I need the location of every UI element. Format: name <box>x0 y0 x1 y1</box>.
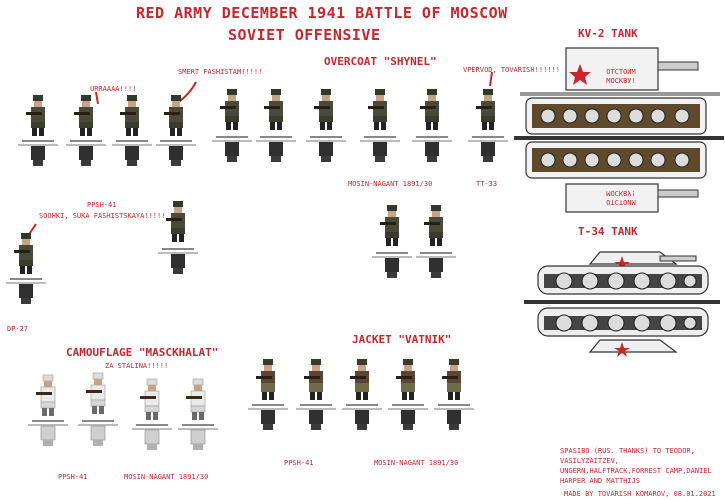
camo-soldier-sprite <box>177 378 219 451</box>
kv2-slogan-top: ОТСТОИМ МОСКВУ! <box>606 68 636 85</box>
overcoat-soldier-sprite <box>156 95 196 166</box>
t34-tank-sprite <box>524 251 720 357</box>
shout-za-stalina: ZA STALINA!!!!! <box>105 362 169 370</box>
overcoat-soldier-sprite <box>66 95 106 166</box>
section-overcoat-heading: OVERCOAT "SHYNEL" <box>324 55 437 68</box>
section-t34-heading: T-34 TANK <box>578 225 638 238</box>
camo-soldier-sprite <box>131 378 173 451</box>
credits-thanks: SPASIBO (RUS. THANKS) TO TEODOR, VASILYZ… <box>560 447 712 485</box>
kv2-slogan-bottom: ОТСТОИМ МОСКВУ! <box>606 189 636 206</box>
overcoat-soldier-sprite <box>468 89 508 162</box>
credits-made-by: MADE BY TOVARISH KOMAROV, 08.01.2021 <box>564 490 716 498</box>
shout-urraaaa: URRAAAA!!!! <box>90 85 137 93</box>
weapon-label-dp27: DP-27 <box>7 325 29 333</box>
dp27-gunner-sprite <box>6 233 46 304</box>
camo-soldier-sprite <box>27 374 69 447</box>
jacket-soldier-sprite <box>296 359 336 430</box>
overcoat-soldier-sprite <box>416 205 456 278</box>
weapon-label-ppsh-jacket: PPSH-41 <box>284 459 314 467</box>
overcoat-soldier-sprite <box>360 89 400 162</box>
overcoat-soldier-sprite <box>212 89 252 162</box>
page-subtitle: SOVIET OFFENSIVE <box>228 26 381 44</box>
kv2-tank-sprite <box>514 47 724 213</box>
shout-smert: SMERT FASHISTAM!!!!! <box>178 68 263 76</box>
jacket-soldier-sprite <box>388 359 428 430</box>
weapon-label-ppsh-top: PPSH-41 <box>87 201 117 209</box>
weapon-label-mosin-top: MOSIN-NAGANT 1891/30 <box>348 180 433 188</box>
jacket-soldier-sprite <box>342 359 382 430</box>
overcoat-soldier-sprite <box>158 201 198 274</box>
weapon-label-ppsh-camo: PPSH-41 <box>58 473 88 481</box>
overcoat-soldier-sprite <box>412 89 452 162</box>
section-camouflage-heading: CAMOUFLAGE "MASCKHALAT" <box>66 346 219 359</box>
section-jacket-heading: JACKET "VATNIK" <box>352 333 452 346</box>
section-kv2-heading: KV-2 TANK <box>578 27 638 40</box>
weapon-label-tt33: TT-33 <box>476 180 498 188</box>
overcoat-soldier-sprite <box>372 205 412 278</box>
overcoat-soldier-sprite <box>256 89 296 162</box>
weapon-label-mosin-camo: MOSIN-NAGANT 1891/30 <box>124 473 209 481</box>
camo-soldier-sprite <box>77 372 119 447</box>
overcoat-soldier-sprite <box>18 95 58 166</box>
jacket-soldier-sprite <box>434 359 474 430</box>
weapon-label-mosin-jacket: MOSIN-NAGANT 1891/30 <box>374 459 459 467</box>
overcoat-soldier-sprite <box>112 95 152 166</box>
shout-soohki: SOOHKI, SUKA FASHISTSKAYA!!!!! <box>39 212 166 220</box>
page-title: RED ARMY DECEMBER 1941 BATTLE OF MOSCOW <box>136 4 508 22</box>
jacket-soldier-sprite <box>248 359 288 430</box>
overcoat-soldier-sprite <box>306 89 346 162</box>
shout-vpervod: VPERVOD, TOVARISH!!!!!! <box>463 66 560 74</box>
